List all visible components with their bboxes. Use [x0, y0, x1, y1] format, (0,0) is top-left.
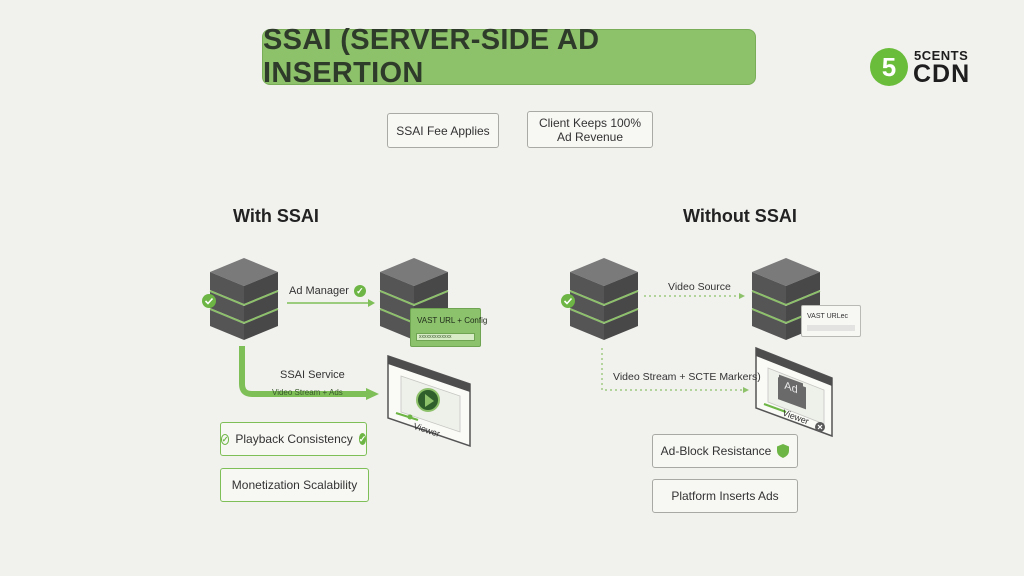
platform-inserts-ads-feature: Platform Inserts Ads [652, 479, 798, 513]
vast-config-card: VAST URL + Config xxxxxxxxxxxxx [410, 308, 487, 347]
without-source-server [569, 257, 639, 341]
ssai-service-arrow [239, 346, 368, 397]
brand-logo: 5 5CENTS CDN [868, 44, 988, 88]
stream-scte-arrow [601, 348, 744, 391]
shield-icon [777, 444, 790, 458]
logo-mark: 5 [870, 48, 908, 86]
video-stream-ads-label: Video Stream + Ads [272, 388, 343, 397]
vast-url-field [807, 325, 855, 331]
check-icon: ✓ [358, 433, 367, 445]
ad-block-resistance-feature: Ad-Block Resistance [652, 434, 798, 468]
with-viewer-window [387, 354, 471, 448]
revenue-chip: Client Keeps 100% Ad Revenue [527, 111, 653, 148]
ad-manager-check-icon: ✓ [353, 285, 366, 297]
vast-url-label: VAST URLec [807, 313, 848, 320]
without-source-check-icon [561, 294, 575, 308]
with-source-server [209, 257, 279, 341]
vast-config-field: xxxxxxxxxxxxx [416, 333, 475, 341]
check-icon: ✓ [220, 433, 230, 445]
stream-scte-label: Video Stream + SCTE Markers) [613, 371, 761, 383]
vast-url-card: VAST URLec [801, 305, 861, 337]
without-ssai-heading: Without SSAI [683, 206, 797, 226]
with-ssai-heading: With SSAI [233, 206, 319, 226]
ssai-fee-chip: SSAI Fee Applies [387, 113, 499, 148]
video-source-label: Video Source [668, 281, 731, 293]
playback-consistency-feature: ✓ Playback Consistency ✓ [220, 422, 367, 456]
vast-config-label: VAST URL + Config [417, 316, 488, 325]
monetization-scalability-feature: Monetization Scalability [220, 468, 369, 502]
ssai-service-label: SSAI Service [280, 369, 345, 381]
page-title: SSAI (SERVER-SIDE AD INSERTION [262, 24, 756, 89]
logo-top-text: 5CENTS [914, 48, 969, 63]
ad-manager-label: Ad Manager ✓ [289, 285, 366, 297]
with-source-check-icon [202, 294, 216, 308]
logo-bottom-text: CDN [913, 60, 971, 88]
